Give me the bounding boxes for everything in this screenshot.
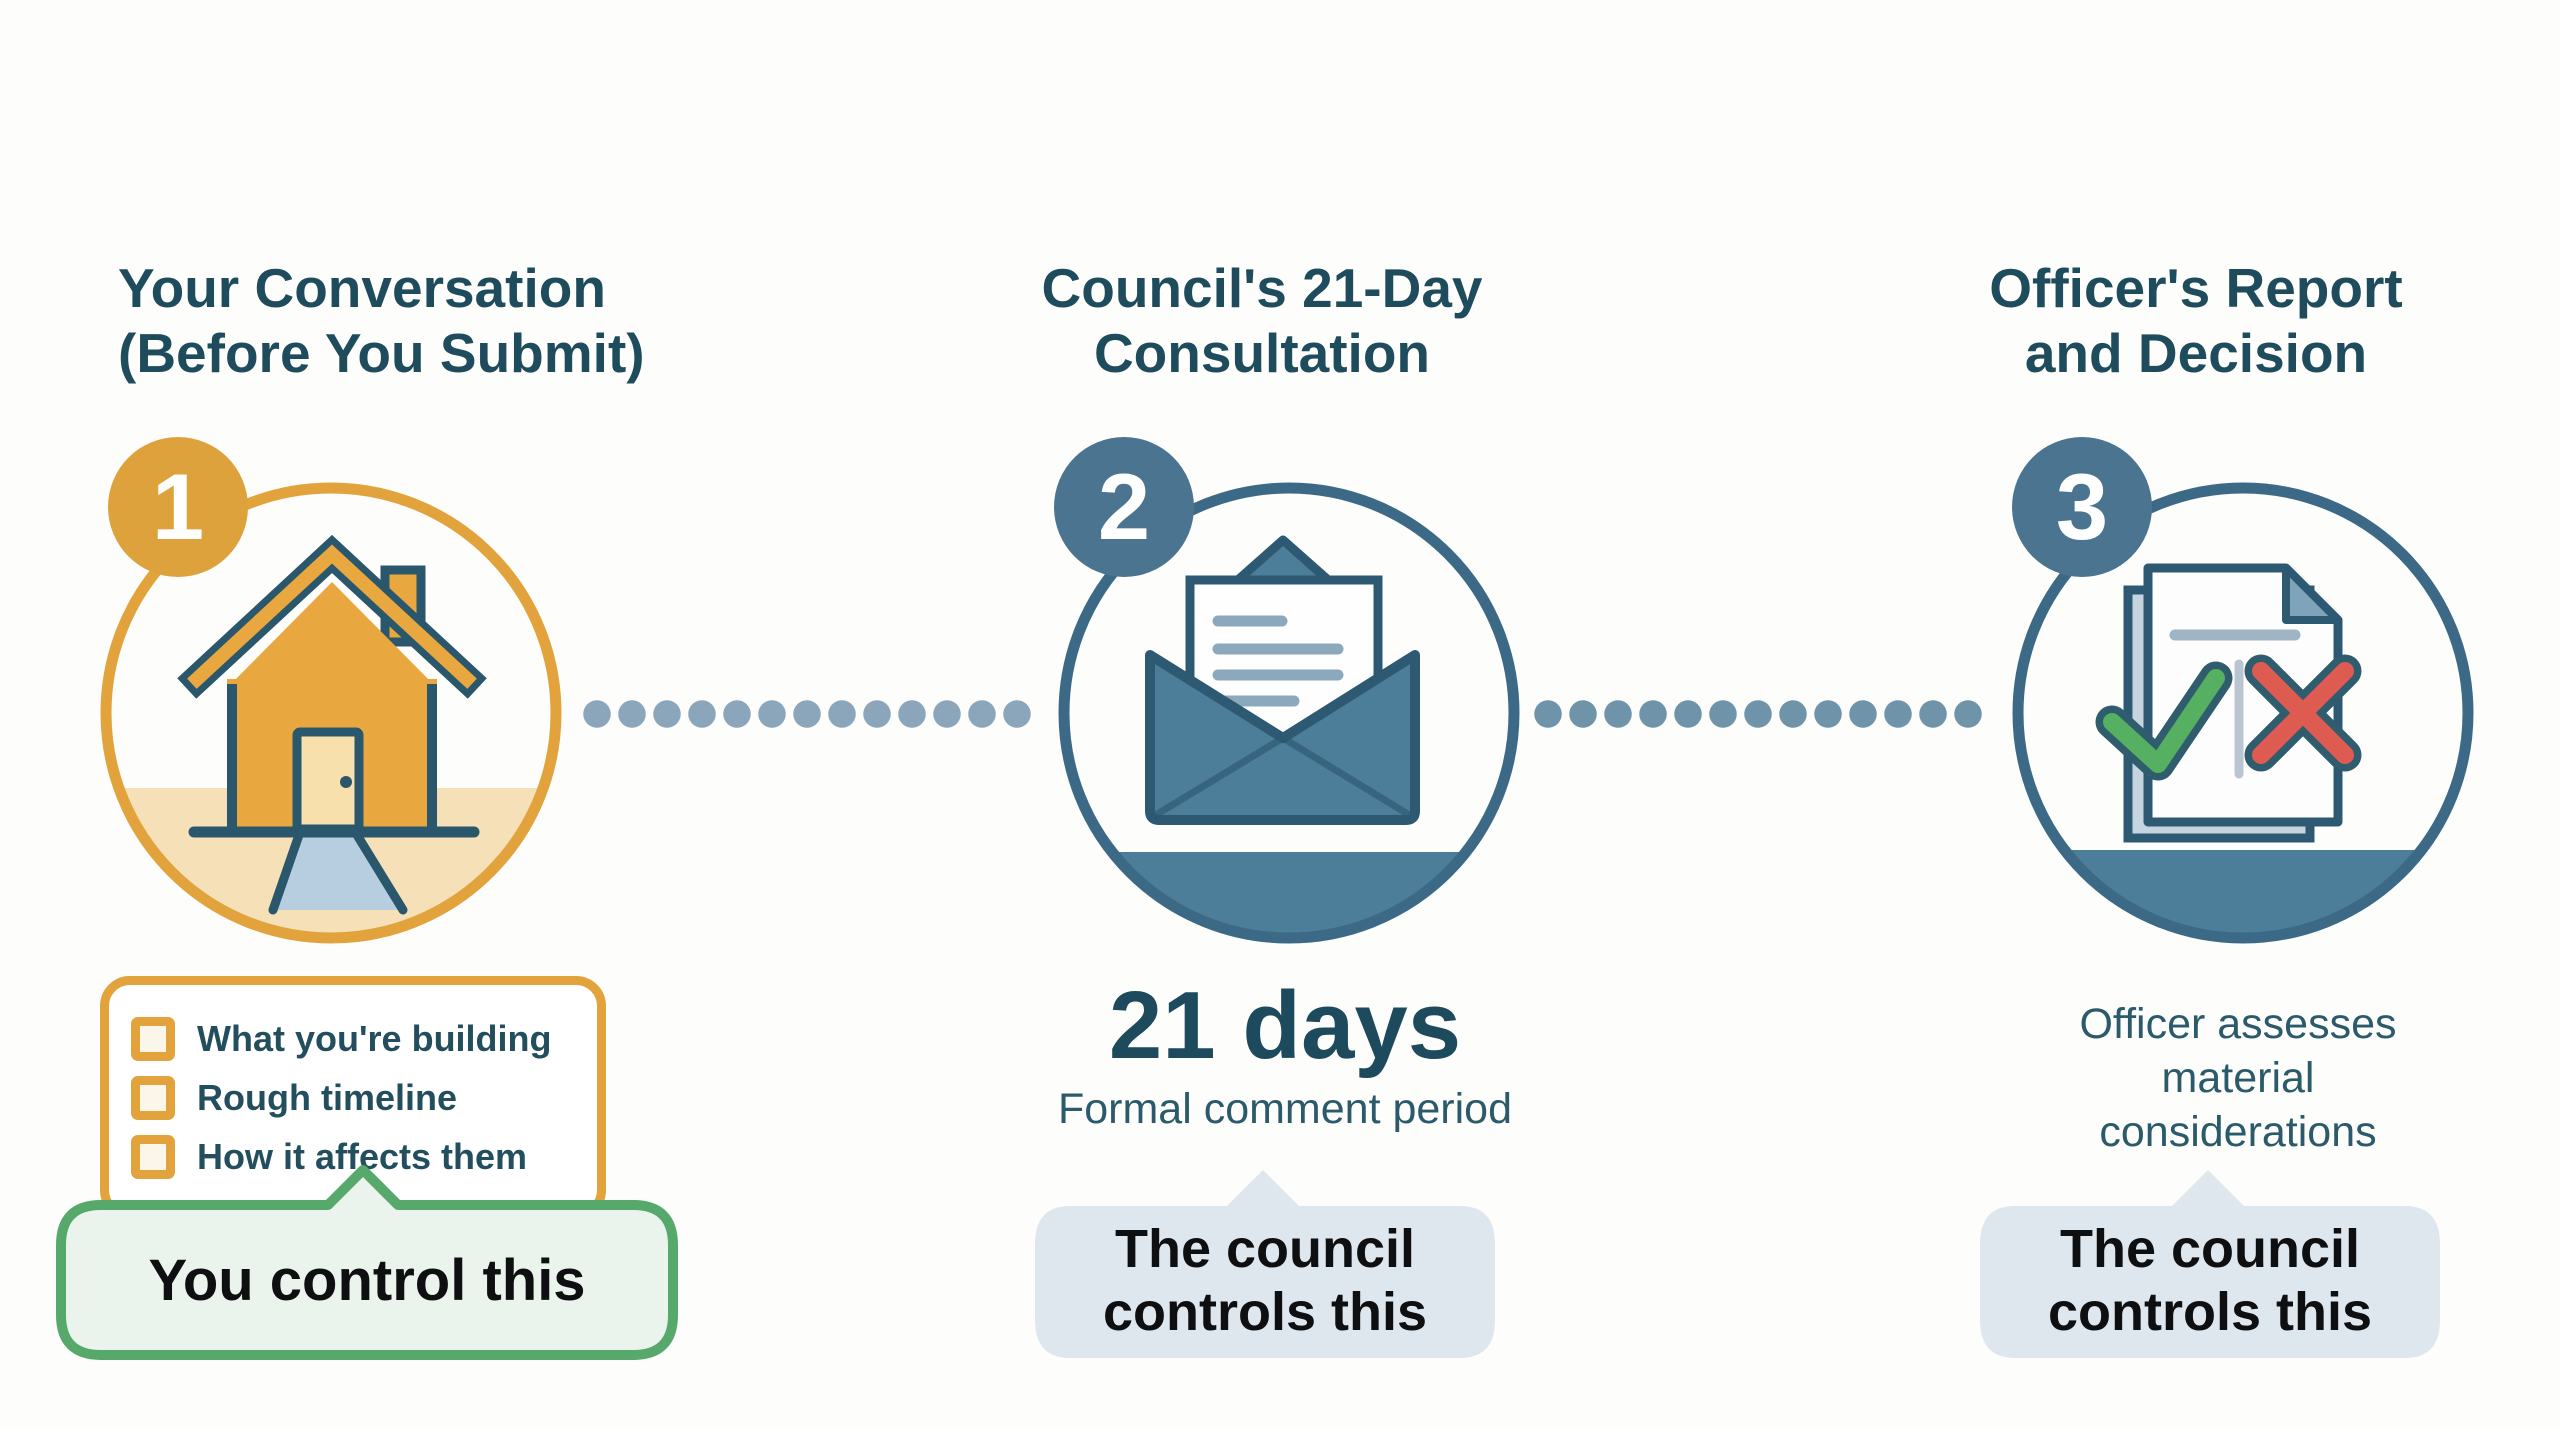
- step1-title-line2: (Before You Submit): [118, 321, 645, 384]
- step3-title-line2: and Decision: [2024, 321, 2368, 384]
- step1-number-badge: 1: [108, 437, 248, 577]
- checklist-item: Rough timeline: [131, 1076, 581, 1120]
- door: [292, 727, 364, 834]
- council-controls-bubble-3: [1980, 1170, 2440, 1358]
- step2-title-line1: Council's 21-Day: [1041, 257, 1483, 319]
- officer-caption-line2: considerations: [2099, 1107, 2377, 1156]
- checklist-item-label: Rough timeline: [197, 1077, 457, 1118]
- x-icon: [2244, 654, 2362, 772]
- step2-number-badge: 2: [1054, 437, 1194, 577]
- step2-number: 2: [1097, 454, 1151, 559]
- checkbox-icon: [131, 1076, 175, 1120]
- checklist-item: What you're building: [131, 1017, 581, 1061]
- open-envelope-icon: [1058, 482, 1520, 944]
- duration-stat: 21 days: [1108, 972, 1462, 1079]
- officer-caption-line1: Officer assesses material: [2079, 1000, 2397, 1102]
- you-control-bubble-label: You control this: [56, 1205, 678, 1355]
- you-control-bubble: [56, 1165, 678, 1360]
- step3-number: 3: [2055, 454, 2109, 559]
- walkway: [268, 830, 408, 915]
- checkbox-icon: [131, 1017, 175, 1061]
- approve-reject-document-icon: [2012, 482, 2474, 944]
- step3-number-badge: 3: [2012, 437, 2152, 577]
- house-roof: [177, 534, 487, 699]
- officer-caption: Officer assesses material considerations: [1998, 998, 2478, 1159]
- checklist-item-label: What you're building: [197, 1018, 552, 1059]
- dotted-connector-1-2: [580, 698, 1035, 730]
- folded-corner: [2282, 564, 2342, 624]
- step3-circle-outline: [2012, 482, 2474, 944]
- step2-title: Council's 21-Day Consultation: [1012, 256, 1512, 386]
- step2-circle-outline: [1058, 482, 1520, 944]
- step3-title-line1: Officer's Report: [1989, 257, 2403, 319]
- council-controls-bubble-2-label: The council controls this: [1030, 1206, 1500, 1356]
- step3-title: Officer's Report and Decision: [1946, 256, 2446, 386]
- door-knob: [340, 776, 352, 788]
- house-icon: [100, 482, 562, 944]
- duration-caption: Formal comment period: [1057, 1085, 1513, 1133]
- bubble-label-text: The council controls this: [2047, 1219, 2373, 1342]
- council-controls-bubble-3-label: The council controls this: [1975, 1206, 2445, 1356]
- council-controls-bubble-2: [1035, 1170, 1495, 1358]
- dotted-connector-2-3: [1531, 698, 1986, 730]
- bubble-label-text: The council controls this: [1102, 1219, 1428, 1342]
- step1-title: Your Conversation (Before You Submit): [118, 256, 645, 386]
- bubble-label-text: You control this: [148, 1247, 586, 1313]
- step1-circle-outline: [100, 482, 562, 944]
- check-icon: [2095, 661, 2233, 781]
- step1-title-line1: Your Conversation: [118, 257, 606, 319]
- step1-number: 1: [151, 454, 205, 559]
- checkbox-icon: [131, 1135, 175, 1179]
- house-gable: [227, 582, 437, 688]
- envelope-creases: [1152, 735, 1413, 819]
- step2-title-line2: Consultation: [1093, 321, 1431, 384]
